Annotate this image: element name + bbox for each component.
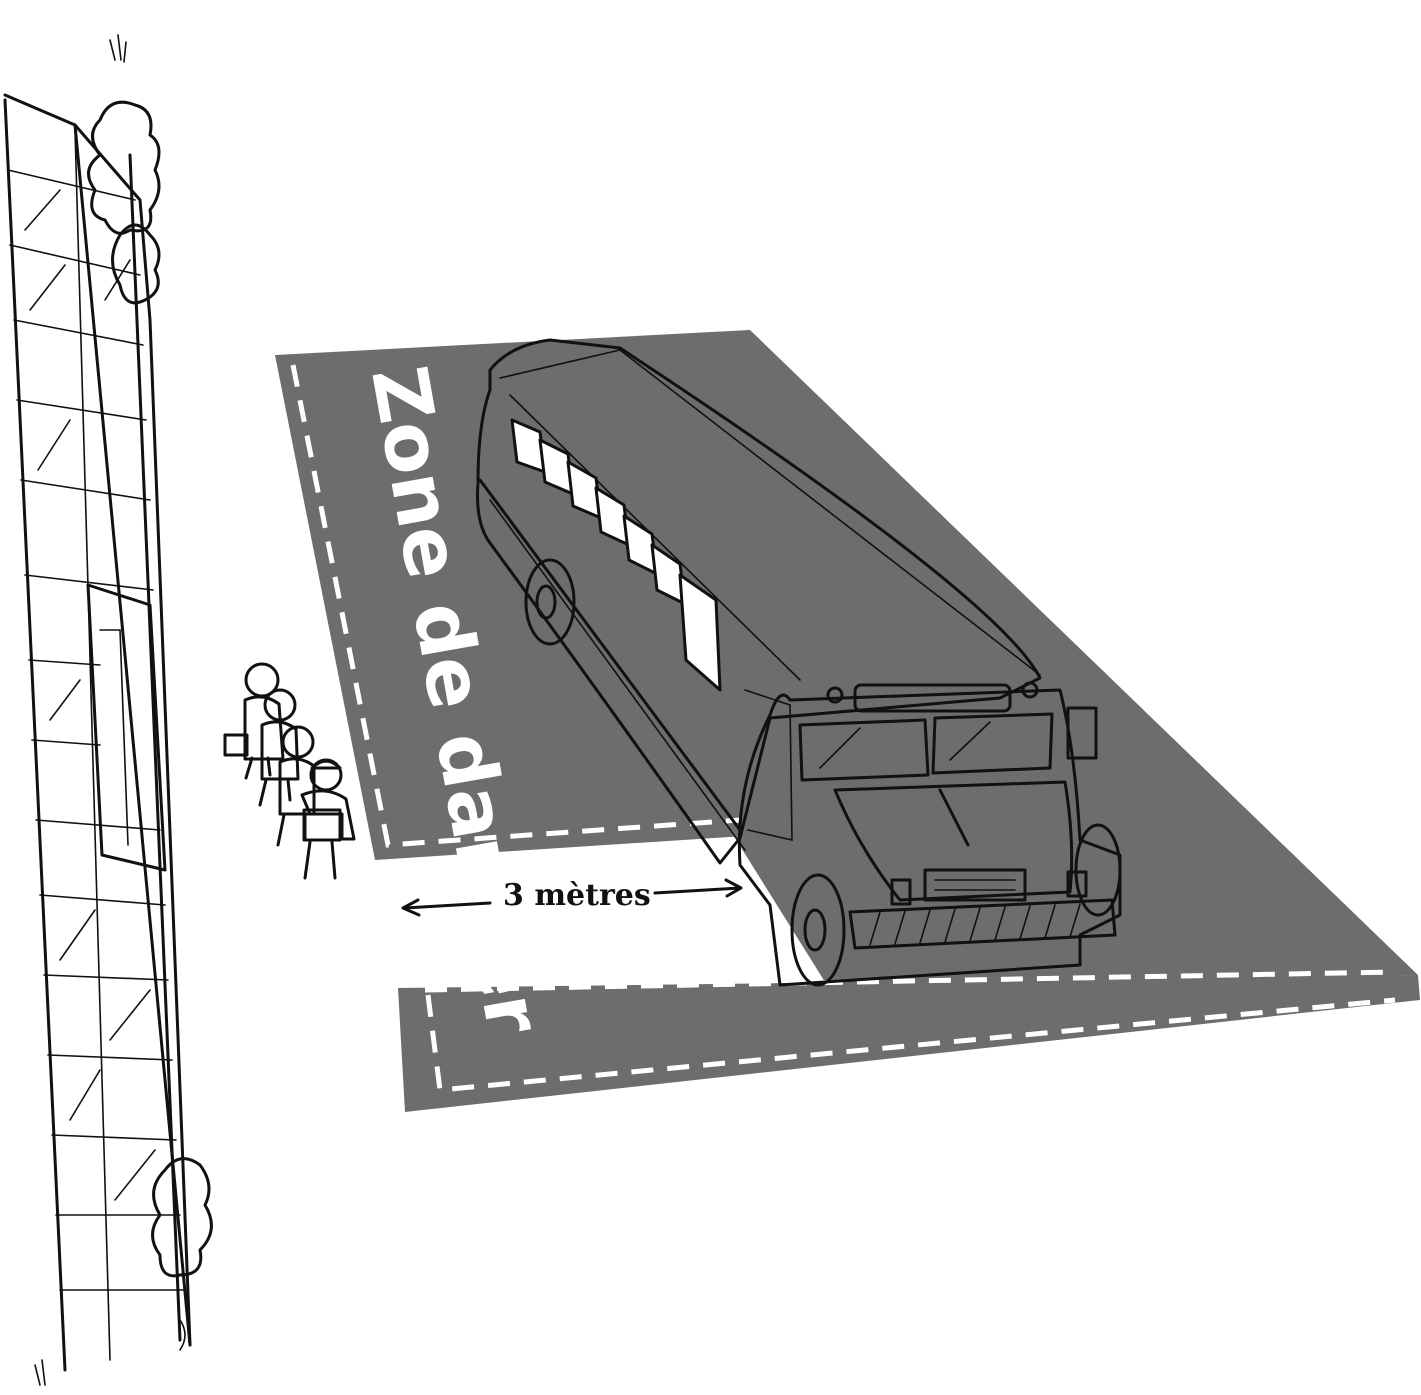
- students: [225, 664, 354, 878]
- student: [302, 760, 354, 878]
- distance-label: 3 mètres: [503, 878, 651, 913]
- arrow-right: [655, 888, 740, 893]
- school-building: [0, 95, 190, 1375]
